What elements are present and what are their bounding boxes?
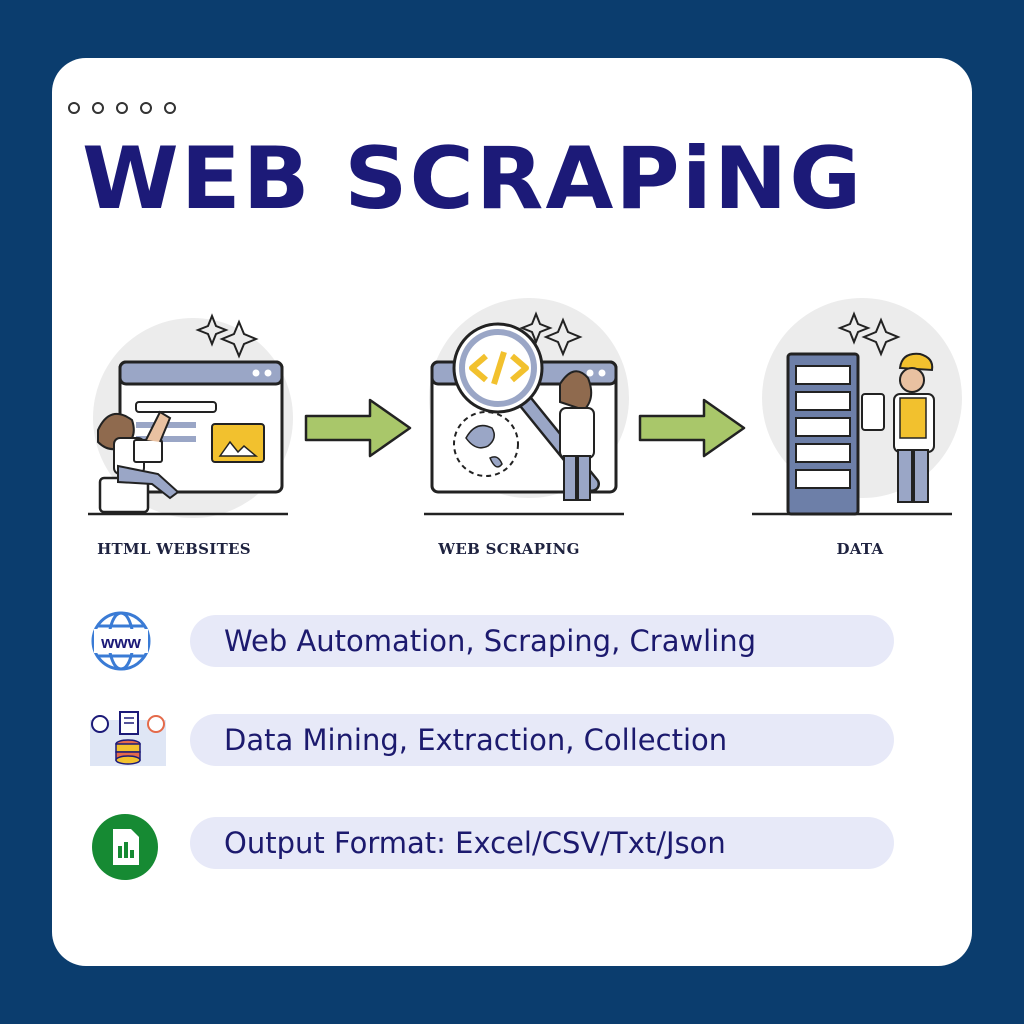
arrow-right-icon <box>638 398 746 458</box>
feature-text: Data Mining, Extraction, Collection <box>224 723 728 757</box>
window-dots <box>68 102 176 114</box>
card: WEB SCRAPiNG <box>52 58 972 966</box>
arrow-right-icon <box>304 398 412 458</box>
www-globe-icon: www <box>91 611 151 671</box>
feature-text: Web Automation, Scraping, Crawling <box>224 624 757 658</box>
step-label-web-scraping: WEB SCRAPING <box>438 540 580 558</box>
server-worker-icon <box>752 298 962 516</box>
feature-pill: Data Mining, Extraction, Collection <box>190 714 894 766</box>
dot-icon <box>164 102 176 114</box>
dot-icon <box>140 102 152 114</box>
dot-icon <box>116 102 128 114</box>
feature-pill: Web Automation, Scraping, Crawling <box>190 615 894 667</box>
dot-icon <box>68 102 80 114</box>
database-mining-icon <box>90 711 166 766</box>
feature-pill: Output Format: Excel/CSV/Txt/Json <box>190 817 894 869</box>
dot-icon <box>92 102 104 114</box>
feature-text: Output Format: Excel/CSV/Txt/Json <box>224 826 726 860</box>
svg-text:www: www <box>100 633 141 652</box>
step-label-html-websites: HTML WEBSITES <box>97 540 251 558</box>
page-title: WEB SCRAPiNG <box>82 129 864 229</box>
browser-person-icon <box>88 313 293 518</box>
magnifier-code-icon <box>424 298 629 516</box>
step-label-data: DATA <box>836 540 884 558</box>
spreadsheet-file-icon <box>92 814 158 880</box>
